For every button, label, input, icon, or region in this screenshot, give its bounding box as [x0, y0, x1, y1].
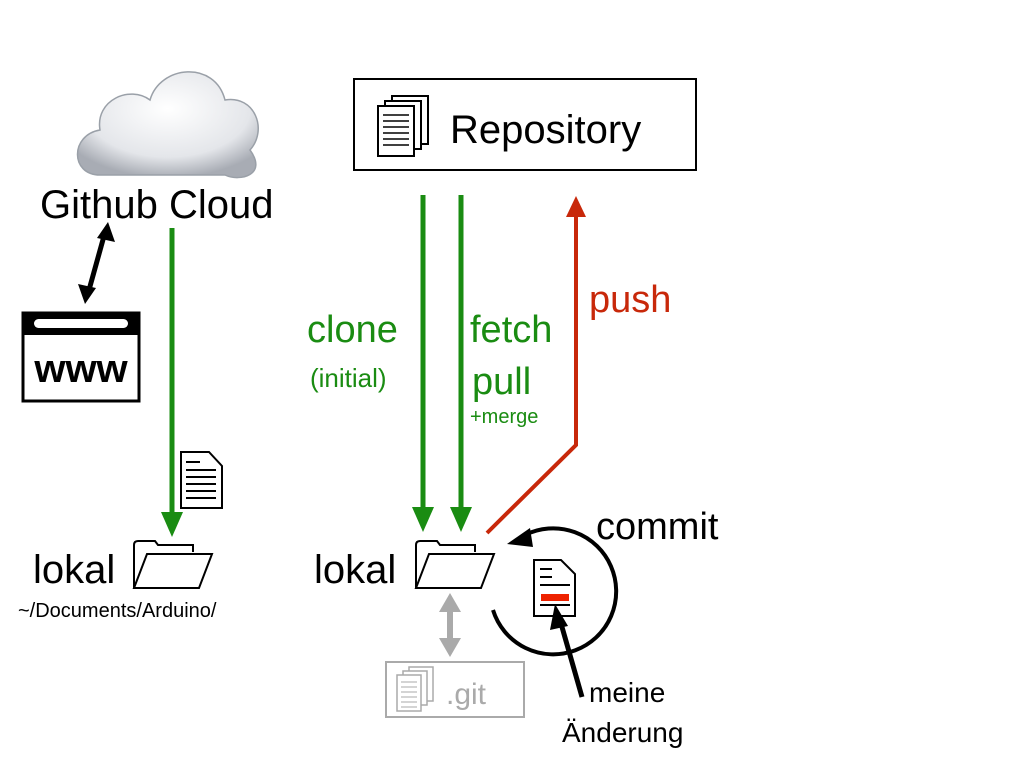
clone-label: clone [307, 309, 398, 351]
repository-label: Repository [450, 108, 641, 152]
push-arrow [485, 196, 586, 535]
download-arrow [161, 228, 183, 537]
document-stack-icon [396, 666, 434, 712]
document-stack-icon [377, 95, 429, 157]
www-label: www [33, 347, 128, 391]
fetch-label: fetch [470, 309, 552, 351]
cloud-icon [76, 71, 259, 179]
clone-arrow [412, 195, 434, 532]
git-sync-arrow [439, 593, 461, 657]
fetch-pull-arrow [450, 195, 472, 532]
folder-icon [132, 540, 214, 589]
change-label-line1: meine [589, 677, 665, 708]
browser-window-icon: www [21, 311, 141, 403]
local-left-label: lokal [33, 548, 115, 592]
changed-document-icon [533, 559, 576, 617]
clone-note: (initial) [310, 363, 387, 393]
change-pointer-arrow [550, 604, 585, 698]
local-right-label: lokal [314, 548, 396, 592]
pull-label: pull [472, 361, 531, 403]
local-path: ~/Documents/Arduino/ [18, 600, 217, 622]
change-label-line2: Änderung [562, 717, 683, 748]
repository-box: Repository [353, 78, 697, 171]
folder-icon [414, 540, 496, 589]
github-cloud-label: Github Cloud [40, 183, 273, 227]
pull-note: +merge [470, 406, 538, 428]
git-label: .git [446, 678, 487, 711]
push-label: push [589, 279, 671, 321]
git-folder-box: .git [385, 661, 525, 718]
commit-cycle-arrow [491, 526, 619, 657]
commit-label: commit [596, 506, 719, 548]
double-arrow-icon [78, 222, 115, 304]
document-icon [180, 451, 223, 509]
